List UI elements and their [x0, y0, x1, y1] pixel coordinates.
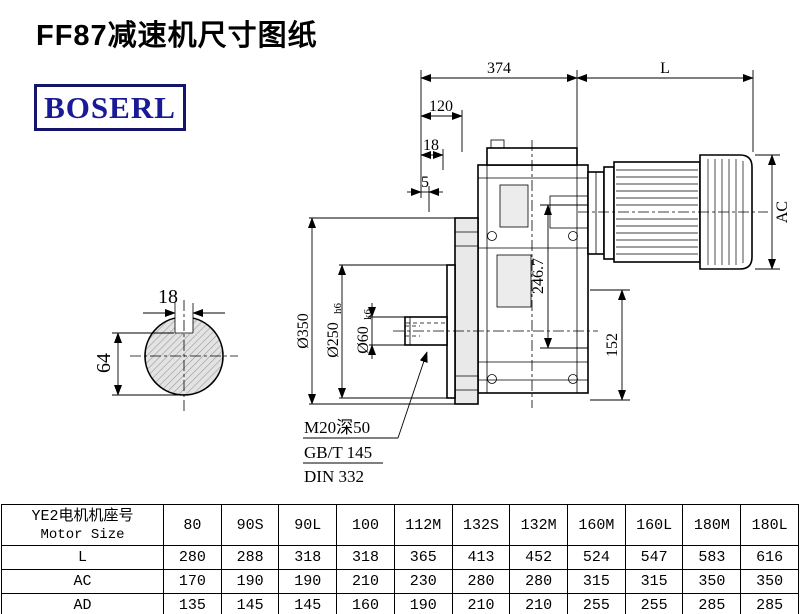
motor-size-header: 180L	[740, 504, 799, 546]
dim-152-label: 152	[604, 333, 621, 357]
motor-size-header: 90L	[278, 504, 338, 546]
table-cell: 365	[393, 545, 453, 570]
table-cell: 190	[278, 569, 338, 594]
table-cell: 210	[451, 593, 511, 614]
dim-shaft-diameter-label: Ø60	[355, 326, 372, 354]
motor-size-header-en: Motor Size	[40, 526, 125, 543]
motor-size-header: 132M	[509, 504, 569, 546]
motor-size-header: 80	[163, 504, 222, 546]
table-cell: 413	[451, 545, 511, 570]
main-assembly-view: 374 L 120 18 5	[295, 60, 791, 486]
dim-18-label: 18	[423, 137, 439, 154]
motor-size-header: 100	[336, 504, 395, 546]
table-cell: 145	[220, 593, 280, 614]
row-label-AD: AD	[1, 593, 164, 614]
table-cell: 583	[682, 545, 742, 570]
table-cell: 190	[393, 593, 453, 614]
table-cell: 616	[740, 545, 799, 570]
motor-size-header: 132S	[451, 504, 511, 546]
motor-size-header: 112M	[393, 504, 453, 546]
shaft-keyway-width-label: 18	[158, 286, 178, 308]
table-cell: 280	[451, 569, 511, 594]
dim-flange-diameter-label: Ø350	[295, 313, 312, 349]
table-cell: 285	[682, 593, 742, 614]
table-header-row: YE2电机机座号 Motor Size 80 90S 90L 100 112M …	[1, 504, 799, 546]
dim-374-label: 374	[487, 60, 511, 77]
brand-logo: BOSERL	[34, 84, 186, 131]
table-cell: 524	[567, 545, 626, 570]
row-label-L: L	[1, 545, 164, 570]
dimension-annotations: 374 L 120 18 5	[295, 60, 791, 486]
table-cell: 280	[509, 569, 569, 594]
table-cell: 210	[336, 569, 395, 594]
table-row-AD: AD 135 145 145 160 190 210 210 255 255 2…	[1, 593, 799, 614]
note-gb-standard-label: GB/T 145	[304, 443, 372, 462]
table-cell: 135	[163, 593, 222, 614]
table-cell: 190	[220, 569, 280, 594]
table-cell: 547	[624, 545, 684, 570]
table-cell: 145	[278, 593, 338, 614]
motor-size-header-cn: YE2电机机座号	[31, 507, 134, 525]
motor-size-header: 160M	[567, 504, 626, 546]
table-row-L: L 280 288 318 318 365 413 452 524 547 58…	[1, 545, 799, 570]
table-cell: 318	[278, 545, 338, 570]
motor-size-header-cell: YE2电机机座号 Motor Size	[1, 504, 164, 546]
motor-size-header: 90S	[220, 504, 280, 546]
note-din-standard-label: DIN 332	[304, 467, 364, 486]
dim-5-label: 5	[421, 174, 429, 191]
table-cell: 230	[393, 569, 453, 594]
table-row-AC: AC 170 190 190 210 230 280 280 315 315 3…	[1, 569, 799, 594]
dim-246-7-label: 246.7	[530, 258, 547, 294]
motor	[578, 154, 768, 270]
table-cell: 160	[336, 593, 395, 614]
shaft-end-view: 18 64	[93, 286, 238, 414]
dim-shaft-fit-label: k6	[362, 309, 374, 321]
dim-spigot-fit-label: h6	[332, 303, 344, 315]
output-flange	[446, 217, 479, 405]
table-cell: 350	[682, 569, 742, 594]
motor-dimension-table: YE2电机机座号 Motor Size 80 90S 90L 100 112M …	[1, 504, 799, 614]
dim-120-label: 120	[429, 98, 453, 115]
dim-spigot-diameter-label: Ø250	[325, 322, 342, 358]
table-cell: 210	[509, 593, 569, 614]
note-thread-label: M20深50	[304, 418, 370, 437]
table-cell: 285	[740, 593, 799, 614]
brand-logo-text: BOSERL	[44, 89, 176, 125]
table-cell: 170	[163, 569, 222, 594]
motor-size-header: 160L	[624, 504, 684, 546]
table-cell: 280	[163, 545, 222, 570]
table-cell: 318	[336, 545, 395, 570]
table-cell: 255	[624, 593, 684, 614]
table-cell: 452	[509, 545, 569, 570]
table-cell: 315	[567, 569, 626, 594]
gearbox-housing	[477, 139, 589, 408]
table-cell: 350	[740, 569, 799, 594]
dim-L-label: L	[660, 60, 670, 77]
row-label-AC: AC	[1, 569, 164, 594]
table-cell: 255	[567, 593, 626, 614]
shaft-height-label: 64	[93, 353, 115, 373]
table-cell: 288	[220, 545, 280, 570]
page-title: FF87减速机尺寸图纸	[36, 20, 318, 52]
table-cell: 315	[624, 569, 684, 594]
motor-size-header: 180M	[682, 504, 742, 546]
dim-AC-label: AC	[774, 201, 791, 223]
output-shaft	[393, 316, 598, 346]
